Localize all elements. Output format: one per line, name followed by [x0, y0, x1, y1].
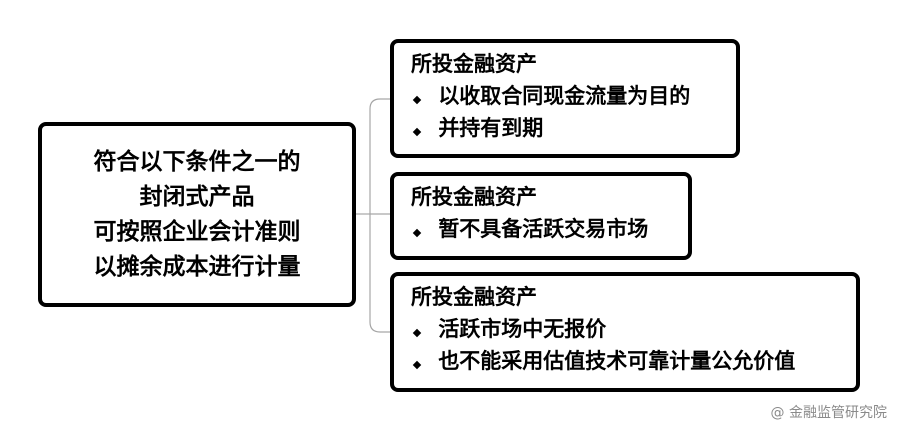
condition-bullet-text: 活跃市场中无报价 [438, 317, 607, 341]
condition-bullet: 并持有到期 [411, 112, 736, 144]
condition-bullet-text: 暂不具备活跃交易市场 [438, 217, 649, 241]
diamond-bullet-icon [412, 360, 422, 370]
condition-bullet: 暂不具备活跃交易市场 [411, 213, 688, 245]
main-condition-line: 封闭式产品 [139, 183, 255, 210]
condition-bullet: 以收取合同现金流量为目的 [411, 80, 736, 112]
condition-bullet: 也不能采用估值技术可靠计量公允价值 [411, 345, 856, 377]
condition-title: 所投金融资产 [411, 185, 537, 209]
main-condition-line: 以摊余成本进行计量 [93, 253, 301, 280]
condition-box-2: 所投金融资产 暂不具备活跃交易市场 [390, 172, 692, 260]
condition-bullet: 活跃市场中无报价 [411, 313, 856, 345]
diamond-bullet-icon [412, 95, 422, 105]
condition-box-1: 所投金融资产 以收取合同现金流量为目的 并持有到期 [390, 39, 740, 158]
condition-bullet-text: 并持有到期 [438, 116, 544, 140]
diamond-bullet-icon [412, 228, 422, 238]
condition-box-3: 所投金融资产 活跃市场中无报价 也不能采用估值技术可靠计量公允价值 [390, 272, 860, 392]
main-condition-line: 符合以下条件之一的 [93, 148, 301, 175]
watermark: @ 金融监管研究院 [770, 405, 887, 421]
condition-bullet-text: 以收取合同现金流量为目的 [438, 84, 691, 108]
condition-bullet-text: 也不能采用估值技术可靠计量公允价值 [438, 349, 796, 373]
main-condition-line: 可按照企业会计准则 [93, 218, 301, 245]
condition-title: 所投金融资产 [411, 285, 537, 309]
condition-title: 所投金融资产 [411, 52, 537, 76]
diamond-bullet-icon [412, 328, 422, 338]
main-condition-box: 符合以下条件之一的 封闭式产品 可按照企业会计准则 以摊余成本进行计量 [38, 122, 356, 307]
diamond-bullet-icon [412, 127, 422, 137]
